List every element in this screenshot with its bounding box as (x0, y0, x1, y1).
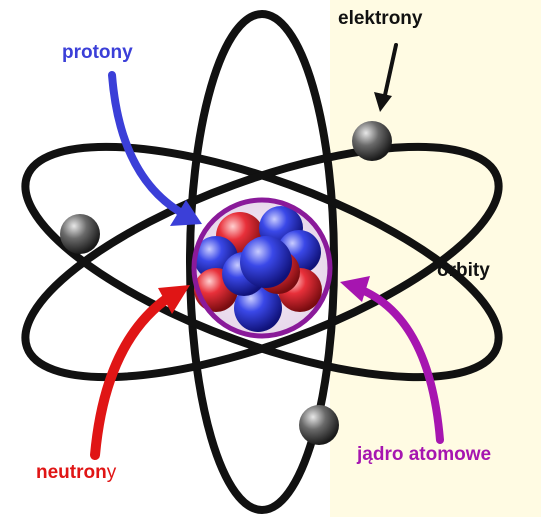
protons-arrowhead (170, 200, 202, 226)
orbit-vertical (186, 10, 338, 514)
electrons-label: elektrony (338, 8, 423, 29)
neutrons-label: neutrony (36, 462, 117, 483)
orbits-label: orbity (437, 260, 490, 281)
proton-particle (240, 236, 292, 288)
nucleus-arrowhead (340, 276, 370, 302)
electrons (60, 121, 392, 445)
proton-particle (234, 284, 282, 332)
neutrons-arrow (90, 295, 170, 460)
orbits (21, 10, 503, 514)
neutrons-arrowhead (158, 285, 190, 314)
neutrons-label-main: neutron (36, 462, 107, 483)
electrons-arrow (383, 43, 398, 97)
nucleus-arrow (358, 286, 444, 444)
nucleus-label: jądro atomowe (356, 444, 491, 465)
arrows (90, 43, 444, 460)
protons-label: protony (62, 42, 133, 63)
nucleus-ring (191, 197, 333, 339)
electron-particle (60, 214, 100, 254)
electron-particle (352, 121, 392, 161)
electron-particle (299, 405, 339, 445)
protons-arrow (108, 71, 184, 216)
orbit-tilted-b (21, 142, 503, 382)
nucleus (191, 197, 333, 339)
orbit-tilted-a (21, 142, 503, 382)
electrons-arrowhead (374, 92, 392, 112)
neutrons-label-suffix: y (107, 462, 117, 483)
